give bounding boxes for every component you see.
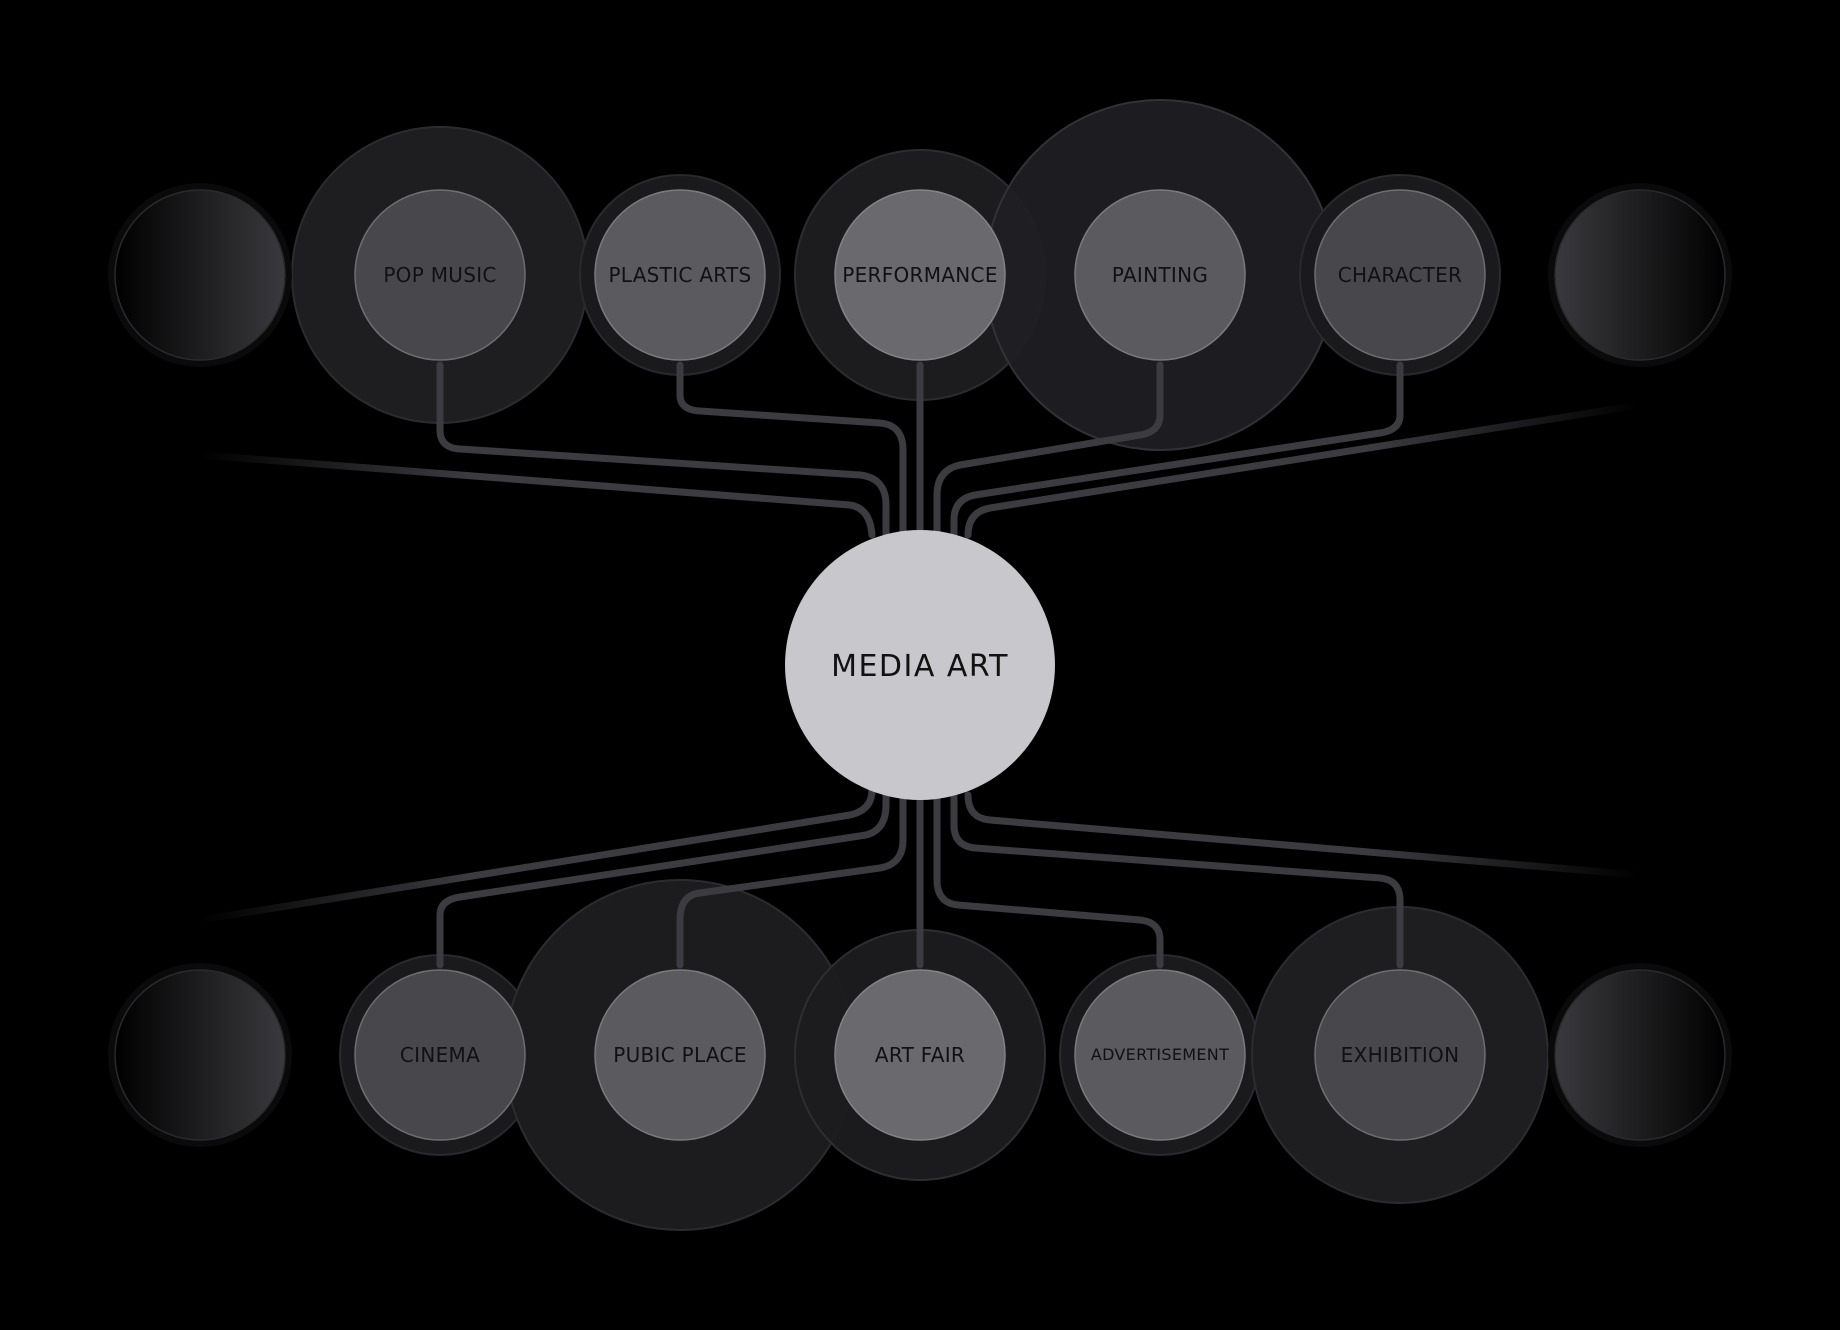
node-advertisement-circle[interactable] [1074,969,1246,1141]
node-plastic-arts-circle[interactable] [594,189,766,361]
node-cinema-circle[interactable] [354,969,526,1141]
node-exhibition[interactable]: EXHIBITION [1314,969,1486,1141]
connector-cinema [436,791,890,969]
node-exhibition-circle[interactable] [1314,969,1486,1141]
connector-character [950,361,1404,539]
node-performance-circle[interactable] [834,189,1006,361]
node-bottom-left-end-circle [114,969,286,1141]
center-node[interactable]: MEDIA ART [785,530,1055,800]
connector-top-far-right [964,401,1644,539]
node-character-circle[interactable] [1314,189,1486,361]
node-art-fair-label: ART FAIR [875,1043,965,1067]
center-node-circle[interactable] [785,530,1055,800]
node-top-right-end-circle [1554,189,1726,361]
node-advertisement-label: ADVERTISEMENT [1091,1045,1229,1064]
node-painting-circle[interactable] [1074,189,1246,361]
node-pop-music-label: POP MUSIC [383,263,496,287]
connector-painting [933,361,1164,539]
node-exhibition-label: EXHIBITION [1341,1043,1460,1067]
node-bottom-right-end-circle [1554,969,1726,1141]
node-plastic-arts[interactable]: PLASTIC ARTS [594,189,766,361]
node-pop-music-circle[interactable] [354,189,526,361]
node-art-fair-circle[interactable] [834,969,1006,1141]
node-performance-label: PERFORMANCE [842,263,998,287]
connector-bottom-far-left [196,786,876,924]
node-performance[interactable]: PERFORMANCE [834,189,1006,361]
node-character[interactable]: CHARACTER [1314,189,1486,361]
bottom-nodes: CINEMA PUBIC PLACE ART FAIR ADVERTISEMEN… [114,969,1726,1141]
node-cinema[interactable]: CINEMA [354,969,526,1141]
connector-advertisement [933,791,1164,969]
node-character-label: CHARACTER [1338,263,1463,287]
node-plastic-arts-label: PLASTIC ARTS [608,263,751,287]
connector-bottom-far-right [964,791,1644,879]
connector-exhibition [950,791,1404,969]
node-cinema-label: CINEMA [400,1043,480,1067]
connector-top-far-left [196,451,876,539]
node-pop-music[interactable]: POP MUSIC [354,189,526,361]
connector-plastic-arts [676,361,907,539]
top-nodes: POP MUSIC PLASTIC ARTS PERFORMANCE PAINT… [114,189,1726,361]
node-advertisement[interactable]: ADVERTISEMENT [1074,969,1246,1141]
connector-pop-music [436,361,890,539]
center-node-label: MEDIA ART [831,649,1009,684]
node-top-left-end-circle [114,189,286,361]
node-painting-label: PAINTING [1112,263,1208,287]
node-top-right-end [1554,189,1726,361]
node-pubic-place[interactable]: PUBIC PLACE [594,969,766,1141]
node-bottom-left-end [114,969,286,1141]
node-painting[interactable]: PAINTING [1074,189,1246,361]
connector-pubic-place [676,791,907,969]
node-art-fair[interactable]: ART FAIR [834,969,1006,1141]
node-bottom-right-end [1554,969,1726,1141]
connector-layer [196,361,1644,969]
node-pubic-place-label: PUBIC PLACE [613,1043,747,1067]
node-pubic-place-circle[interactable] [594,969,766,1141]
node-top-left-end [114,189,286,361]
